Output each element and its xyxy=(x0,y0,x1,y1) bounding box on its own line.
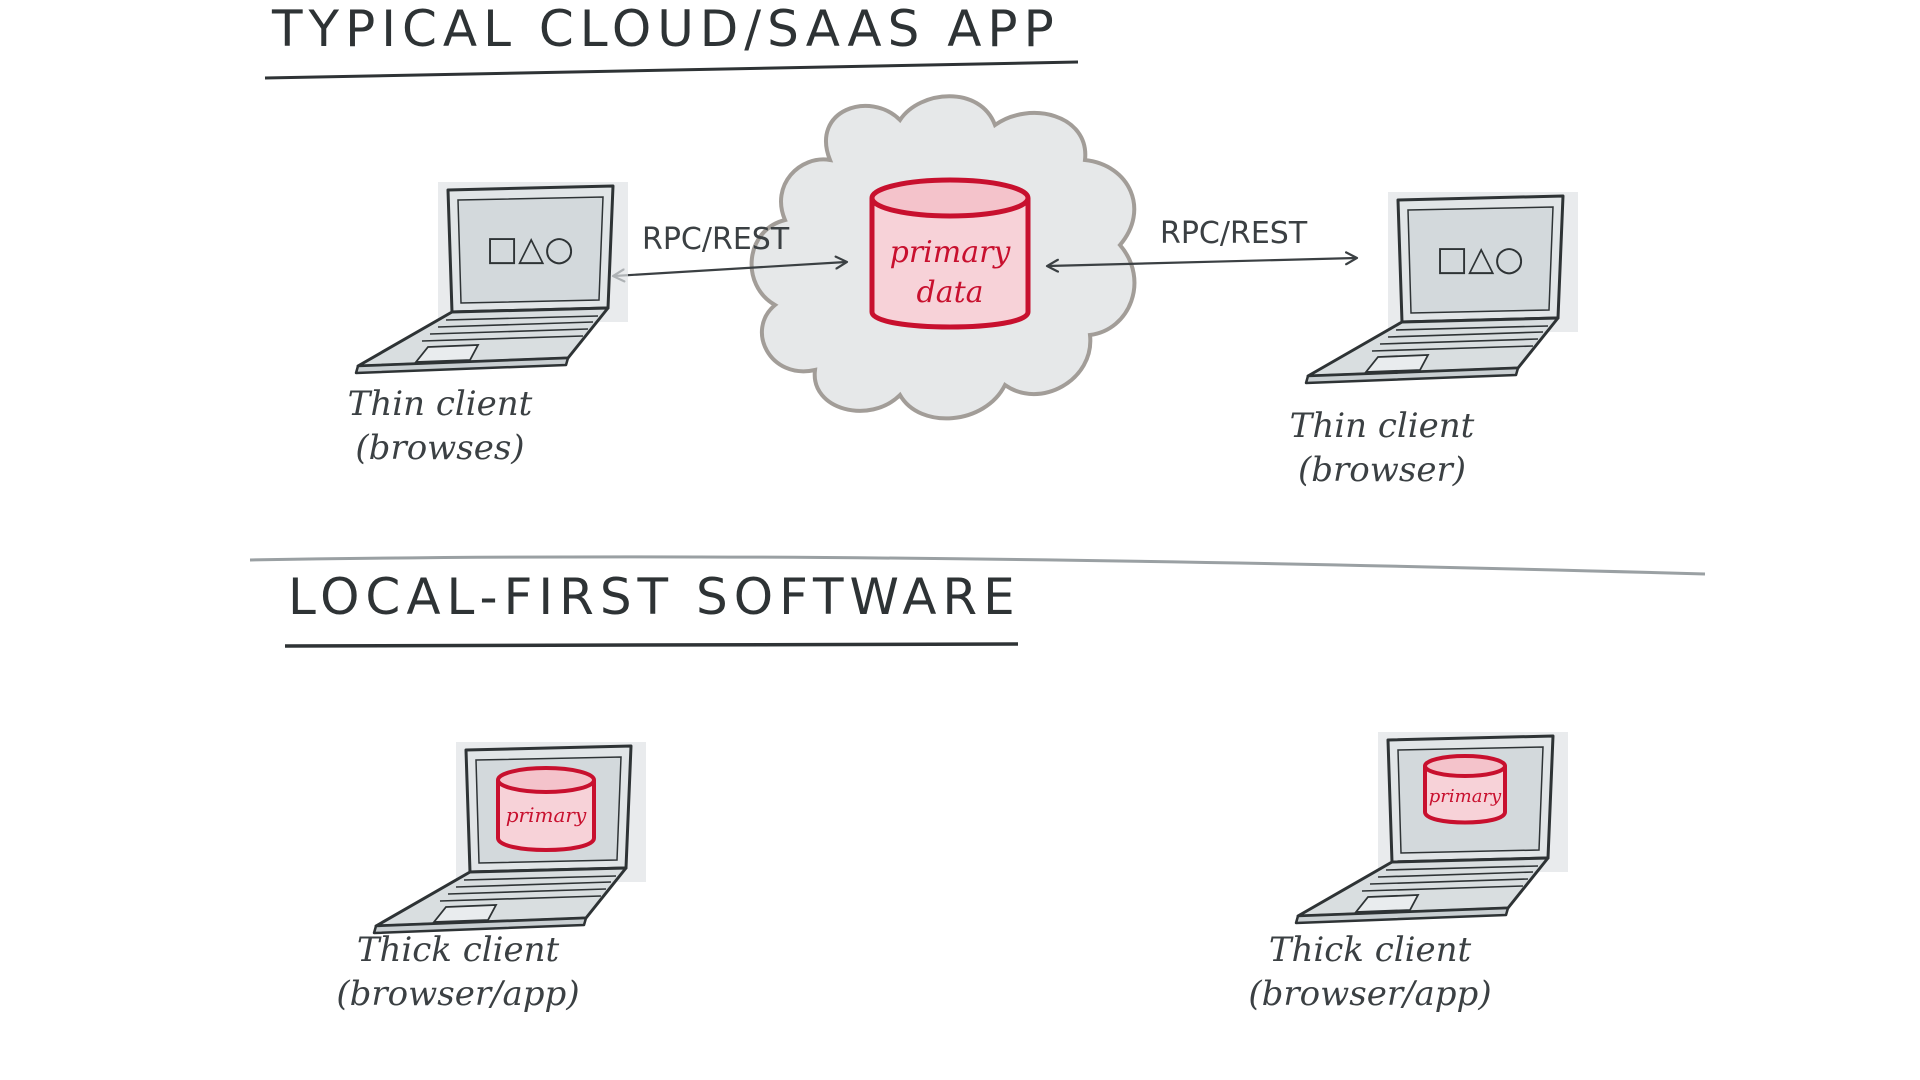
section-title-local-first: LOCAL-FIRST SOFTWARE xyxy=(288,568,1021,626)
thin-client-laptop-right-icon: □△○ xyxy=(1304,190,1580,385)
thick-client-right-line2: (browser/app) xyxy=(1248,974,1492,1014)
thick-client-right-line1: Thick client xyxy=(1268,930,1472,970)
thin-client-left-line1: Thin client xyxy=(347,384,533,424)
thick-client-left-line2: (browser/app) xyxy=(336,974,580,1014)
title-underline-local xyxy=(284,642,1019,648)
section-divider xyxy=(249,555,1706,576)
left-rpc-arrow xyxy=(614,262,846,276)
thin-client-left-line2: (browses) xyxy=(355,428,525,468)
thick-client-left-caption: Thick client (browser/app) xyxy=(328,928,588,1016)
right-link-label: RPC/REST xyxy=(1160,216,1308,251)
primary-data-database-icon: primary data xyxy=(869,177,1031,330)
title-underline-cloud xyxy=(264,60,1079,80)
thin-client-right-caption: Thin client (browser) xyxy=(1262,404,1502,492)
screen-shapes-right: □△○ xyxy=(1436,239,1524,279)
left-link-label: RPC/REST xyxy=(642,222,790,257)
thin-client-right-line2: (browser) xyxy=(1298,450,1466,490)
server-label-line1: primary xyxy=(890,235,1012,270)
local-db-label-right: primary xyxy=(1429,786,1502,807)
thin-client-left-caption: Thin client (browses) xyxy=(320,382,560,470)
right-rpc-arrow xyxy=(1048,258,1356,266)
thick-client-laptop-left-icon: primary xyxy=(372,740,648,935)
thick-client-right-caption: Thick client (browser/app) xyxy=(1240,928,1500,1016)
thick-client-left-line1: Thick client xyxy=(356,930,560,970)
section-title-cloud: TYPICAL CLOUD/SAAS APP xyxy=(272,0,1060,58)
local-database-right-icon: primary xyxy=(1423,754,1507,825)
screen-shapes-left: □△○ xyxy=(486,229,574,269)
local-database-left-icon: primary xyxy=(496,766,596,852)
server-label-line2: data xyxy=(916,275,983,310)
thin-client-right-line1: Thin client xyxy=(1289,406,1475,446)
thick-client-laptop-right-icon: primary xyxy=(1294,730,1570,925)
local-db-label-left: primary xyxy=(506,803,587,827)
thin-client-laptop-left-icon: □△○ xyxy=(354,180,630,375)
